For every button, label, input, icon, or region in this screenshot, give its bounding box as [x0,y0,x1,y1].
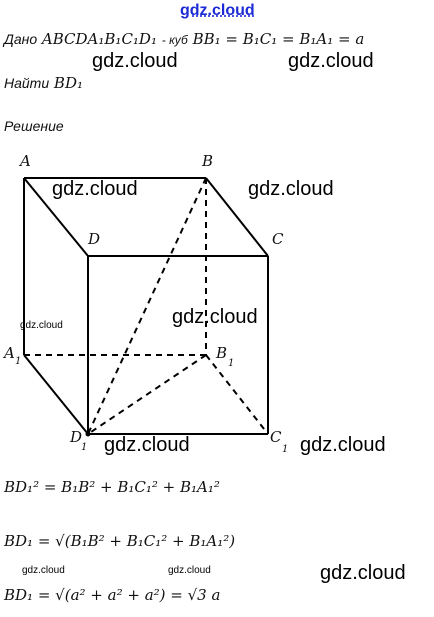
point-d1 [85,431,91,437]
edge-a1d1 [23,354,89,435]
cube-diagram: A B C D A 1 B 1 C 1 D 1 [2,152,288,455]
vertex-sub-c1: 1 [282,444,288,455]
watermark: gdz.cloud [300,434,386,456]
vertex-label-d: D [87,230,100,248]
given-figure: ABCDA₁B₁C₁D₁ [41,30,157,48]
diagonal-b1d1 [87,354,207,435]
find-label: Найти [4,75,50,91]
vertex-sub-b1: 1 [228,358,234,369]
given-line: Дано ABCDA₁B₁C₁D₁ - куб BB₁ = B₁C₁ = B₁A… [4,30,364,48]
formula-2: BD₁ = √(B₁B² + B₁C₁² + B₁A₁²) [4,532,236,550]
edge-bc [205,177,269,257]
vertex-label-a: A [18,152,31,170]
watermark: gdz.cloud [52,178,138,200]
vertex-label-b: B [201,152,213,170]
watermark-top: gdz.cloud [180,2,255,19]
vertex-label-a1: A [2,344,15,362]
vertex-label-c1: C [270,428,282,446]
watermark: gdz.cloud [288,50,374,72]
watermark: gdz.cloud [104,434,190,456]
diagonal-bd1 [87,177,207,435]
given-label: Дано [4,31,38,47]
vertex-label-c: C [272,230,284,248]
watermark-small: gdz.cloud [20,320,63,331]
given-cube-word: - куб [161,33,188,47]
solution-label: Решение [4,118,64,134]
formula-1: BD₁² = B₁B² + B₁C₁² + B₁A₁² [4,478,220,496]
edge-b1c1-hidden [205,354,269,435]
vertex-label-b1: B [215,344,227,362]
find-expr: BD₁ [53,74,83,92]
edge-ad [23,177,89,257]
vertex-label-d1: D [69,428,82,446]
watermark-small: gdz.cloud [168,565,211,576]
watermark: gdz.cloud [320,562,406,584]
find-line: Найти BD₁ [4,74,83,92]
watermark-small: gdz.cloud [22,565,65,576]
watermark: gdz.cloud [248,178,334,200]
vertex-sub-a1: 1 [15,356,21,367]
vertex-sub-d1: 1 [81,442,87,453]
formula-3: BD₁ = √(a² + a² + a²) = √3 a [4,586,221,604]
watermark: gdz.cloud [172,306,258,328]
given-equality: BB₁ = B₁C₁ = B₁A₁ = a [192,30,365,48]
watermark: gdz.cloud [92,50,178,72]
